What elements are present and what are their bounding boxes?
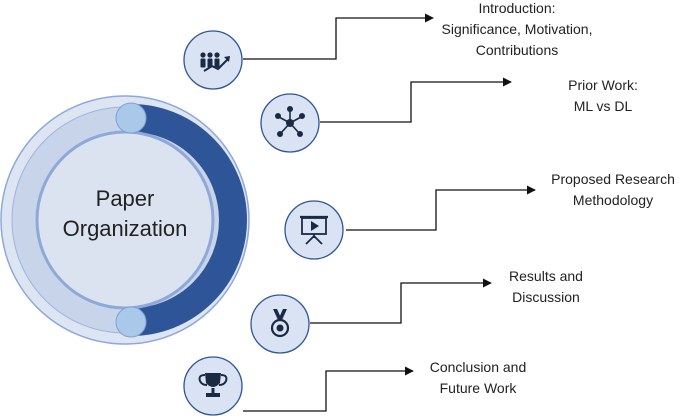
- trophy-icon: [198, 373, 228, 397]
- network-hub-icon: [275, 106, 305, 137]
- team-growth-icon: [200, 52, 230, 72]
- connector-methodology: [346, 185, 536, 231]
- label-line: Conclusion and: [429, 359, 527, 375]
- bottom-knob: [115, 306, 147, 338]
- label-results: Results and Discussion: [494, 266, 598, 308]
- connector-conclusion: [243, 366, 414, 412]
- center-title-line-1: Paper: [95, 186, 155, 211]
- label-line: Results and: [509, 268, 583, 284]
- label-line: Future Work: [439, 380, 517, 396]
- node-results: [250, 294, 310, 354]
- connector-introduction: [243, 13, 434, 60]
- label-line: ML vs DL: [573, 98, 633, 114]
- top-knob: [115, 102, 147, 134]
- label-line: Prior Work:: [568, 77, 638, 93]
- center-title: Paper Organization: [50, 184, 200, 244]
- label-line: Methodology: [572, 192, 654, 208]
- label-line: Proposed Research: [551, 171, 675, 187]
- label-prior-work: Prior Work: ML vs DL: [548, 75, 658, 117]
- connector-prior-work: [320, 77, 512, 123]
- label-introduction: Introduction: Significance, Motivation, …: [432, 0, 602, 61]
- label-line: Contributions: [475, 42, 559, 58]
- center-ring: [0, 95, 250, 345]
- label-methodology: Proposed Research Methodology: [545, 169, 681, 211]
- presentation-board-icon: [300, 215, 328, 245]
- label-line: Significance, Motivation,: [441, 21, 593, 37]
- node-prior-work: [260, 93, 320, 153]
- label-line: Introduction:: [478, 0, 556, 16]
- label-conclusion: Conclusion and Future Work: [414, 357, 542, 399]
- medal-icon: [270, 309, 290, 338]
- progress-arc: [130, 104, 247, 336]
- connector-results: [310, 278, 492, 324]
- label-line: Discussion: [512, 289, 580, 305]
- node-conclusion: [183, 356, 243, 416]
- center-title-line-2: Organization: [62, 216, 188, 241]
- node-introduction: [183, 30, 243, 90]
- node-methodology: [284, 200, 344, 260]
